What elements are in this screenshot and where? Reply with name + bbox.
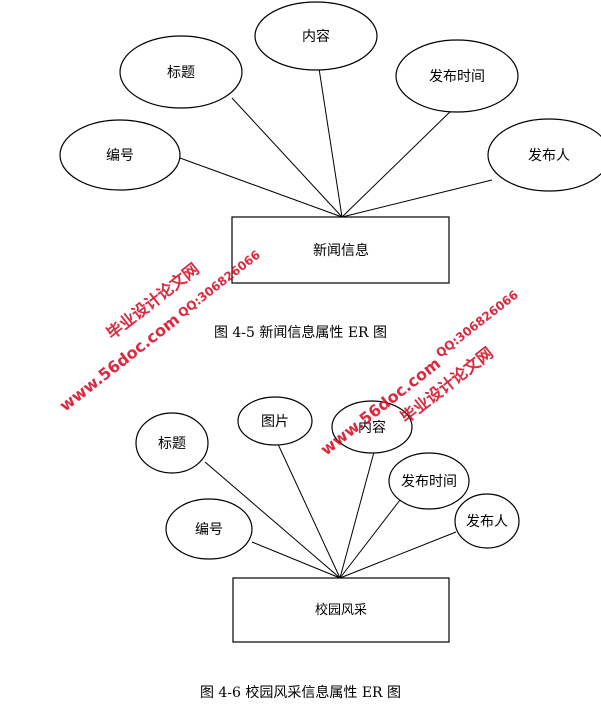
connector-content [317,61,343,218]
connector-image [276,441,341,579]
connector-title [231,97,343,218]
entity-campus-style: 校园风采 [232,577,450,643]
attribute-label: 编号 [195,522,223,538]
attribute-publisher: 发布人 [487,118,601,192]
attribute-label: 发布人 [466,514,508,530]
connector-title [204,461,341,579]
attribute-content: 内容 [254,1,378,71]
figure1-connectors [179,61,493,218]
watermark-right: QQ:306826066 www.56doc.com 毕业设计论文网 [317,288,521,460]
attribute-content-2: 内容 [331,400,413,454]
attribute-id: 编号 [59,119,181,191]
entity-label: 校园风采 [315,602,367,618]
connector-publish-time [339,499,401,579]
attribute-publish-time: 发布时间 [395,39,519,113]
attribute-label: 图片 [261,414,289,430]
connector-id [251,541,341,579]
attribute-label: 编号 [106,148,134,164]
connector-publisher [339,531,457,579]
attribute-title: 标题 [119,35,243,109]
attribute-image: 图片 [237,396,313,446]
attribute-label: 标题 [167,65,195,81]
attribute-title-2: 标题 [135,412,209,474]
attribute-label: 发布时间 [429,69,485,85]
connector-content [339,451,375,579]
attribute-id-2: 编号 [165,498,253,560]
entity-label: 新闻信息 [313,242,369,259]
attribute-publisher-2: 发布人 [454,493,520,549]
attribute-publish-time-2: 发布时间 [388,452,470,510]
figure2-caption: 图 4-6 校园风采信息属性 ER 图 [199,685,402,701]
connector-publish-time [341,106,456,218]
attribute-label: 内容 [302,28,330,45]
entity-news: 新闻信息 [231,216,450,284]
connector-id [179,157,343,218]
figure1-caption: 图 4-5 新闻信息属性 ER 图 [213,325,388,341]
attribute-label: 标题 [158,436,186,452]
figure2-connectors [204,441,457,579]
connector-publisher [341,179,493,218]
attribute-label: 内容 [358,419,386,436]
attribute-label: 发布人 [528,148,570,164]
attribute-label: 发布时间 [401,474,457,490]
